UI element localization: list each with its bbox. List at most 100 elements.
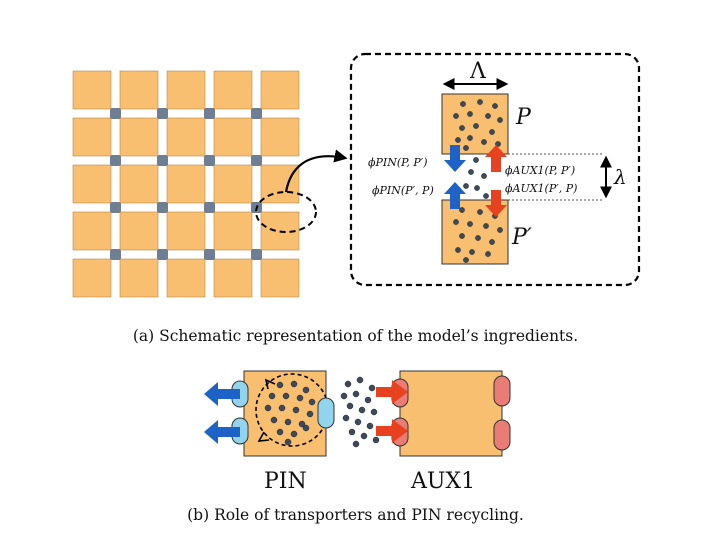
auxin-particles-zoom: [453, 99, 503, 263]
grid-cell: [166, 164, 206, 204]
grid-cell: [119, 117, 159, 157]
grid-cell: [260, 258, 300, 298]
auxin-particle: [483, 223, 489, 229]
aux-cell: [399, 370, 503, 457]
auxin-particle: [467, 135, 473, 141]
auxin-particle: [467, 221, 473, 227]
auxin-particle: [296, 394, 304, 402]
pin-transporter: [317, 397, 335, 429]
auxin-particles-gap: [340, 376, 380, 448]
junction: [110, 108, 121, 119]
auxin-particle: [468, 169, 474, 175]
auxin-particle: [485, 251, 491, 257]
auxin-particle: [358, 406, 366, 414]
recycle-arrow-icon: [257, 431, 270, 442]
auxin-particle: [346, 402, 354, 410]
junction: [204, 155, 215, 166]
blue-arrow-icon: [444, 145, 466, 172]
auxin-particle: [474, 185, 480, 191]
grid-cell: [166, 70, 206, 110]
auxin-particle: [497, 117, 503, 123]
auxin-particle: [348, 428, 356, 436]
auxin-particle: [460, 101, 466, 107]
auxin-particle: [477, 209, 483, 215]
auxin-particle: [352, 440, 360, 448]
blue-arrow-icon: [444, 182, 466, 209]
red-arrow-icon: [376, 380, 408, 404]
auxin-particle: [276, 381, 284, 389]
auxin-particle: [453, 113, 459, 119]
auxin-particle: [352, 390, 360, 398]
grid-cell: [260, 117, 300, 157]
auxin-particle: [342, 414, 350, 422]
auxin-particle: [497, 227, 503, 233]
junction: [110, 249, 121, 260]
aux-label: AUX1: [410, 469, 475, 494]
auxin-particle: [459, 207, 465, 213]
grid-cell: [213, 164, 253, 204]
grid-cell: [166, 117, 206, 157]
grid-cell: [213, 211, 253, 251]
junction: [251, 155, 262, 166]
auxin-particle: [481, 173, 487, 179]
auxin-particle: [459, 233, 465, 239]
flux-aux-top: ϕAUX1(P, P′): [505, 164, 575, 177]
grid-cell: [72, 117, 112, 157]
aux-transporter: [493, 375, 511, 407]
auxin-particle: [356, 376, 364, 384]
junction: [204, 202, 215, 213]
auxin-particle: [459, 125, 465, 131]
pin-label: PIN: [264, 469, 307, 494]
auxin-particle: [492, 103, 498, 109]
junction: [110, 202, 121, 213]
flux-pin-bottom: ϕPIN(P′, P): [372, 184, 434, 197]
auxin-particle: [268, 392, 276, 400]
auxin-particle: [284, 418, 292, 426]
auxin-particle: [372, 436, 380, 444]
grid-cell: [72, 258, 112, 298]
auxin-particle: [463, 183, 469, 189]
grid-cell: [119, 70, 159, 110]
curved-arrow-icon: [284, 149, 348, 193]
auxin-particle: [455, 247, 461, 253]
junction: [110, 155, 121, 166]
auxin-particle: [302, 424, 310, 432]
junction: [204, 249, 215, 260]
auxin-particle: [370, 408, 378, 416]
grid-cell: [72, 164, 112, 204]
junction: [157, 249, 168, 260]
junction: [157, 155, 168, 166]
auxin-particle: [455, 137, 461, 143]
width-symbol: Λ: [469, 59, 487, 84]
red-arrow-icon: [485, 190, 507, 217]
auxin-particle: [364, 396, 372, 404]
junction: [251, 108, 262, 119]
cell-bottom-label: P′: [511, 225, 532, 250]
auxin-particle: [366, 422, 374, 430]
grid-cell: [119, 164, 159, 204]
auxin-particle: [485, 113, 491, 119]
flux-aux-bottom: ϕAUX1(P′, P): [505, 182, 577, 195]
auxin-particle: [475, 235, 481, 241]
auxin-particle: [278, 404, 286, 412]
auxin-particle: [298, 420, 306, 428]
red-arrow-icon: [376, 419, 408, 443]
aux-transporter: [493, 419, 511, 451]
auxin-particle: [368, 384, 376, 392]
flux-pin-top: ϕPIN(P, P′): [368, 156, 428, 169]
grid-cell: [166, 258, 206, 298]
auxin-particle: [276, 428, 284, 436]
junction: [157, 202, 168, 213]
junction: [251, 249, 262, 260]
auxin-particle: [354, 418, 362, 426]
grid-cell: [260, 164, 300, 204]
blue-arrow-icon: [204, 420, 240, 444]
grid-cell: [213, 70, 253, 110]
grid-cell: [213, 117, 253, 157]
grid-cell: [213, 258, 253, 298]
auxin-particle: [489, 239, 495, 245]
auxin-particle: [495, 141, 501, 147]
auxin-particle: [282, 392, 290, 400]
cell-top-label: P: [515, 105, 532, 130]
